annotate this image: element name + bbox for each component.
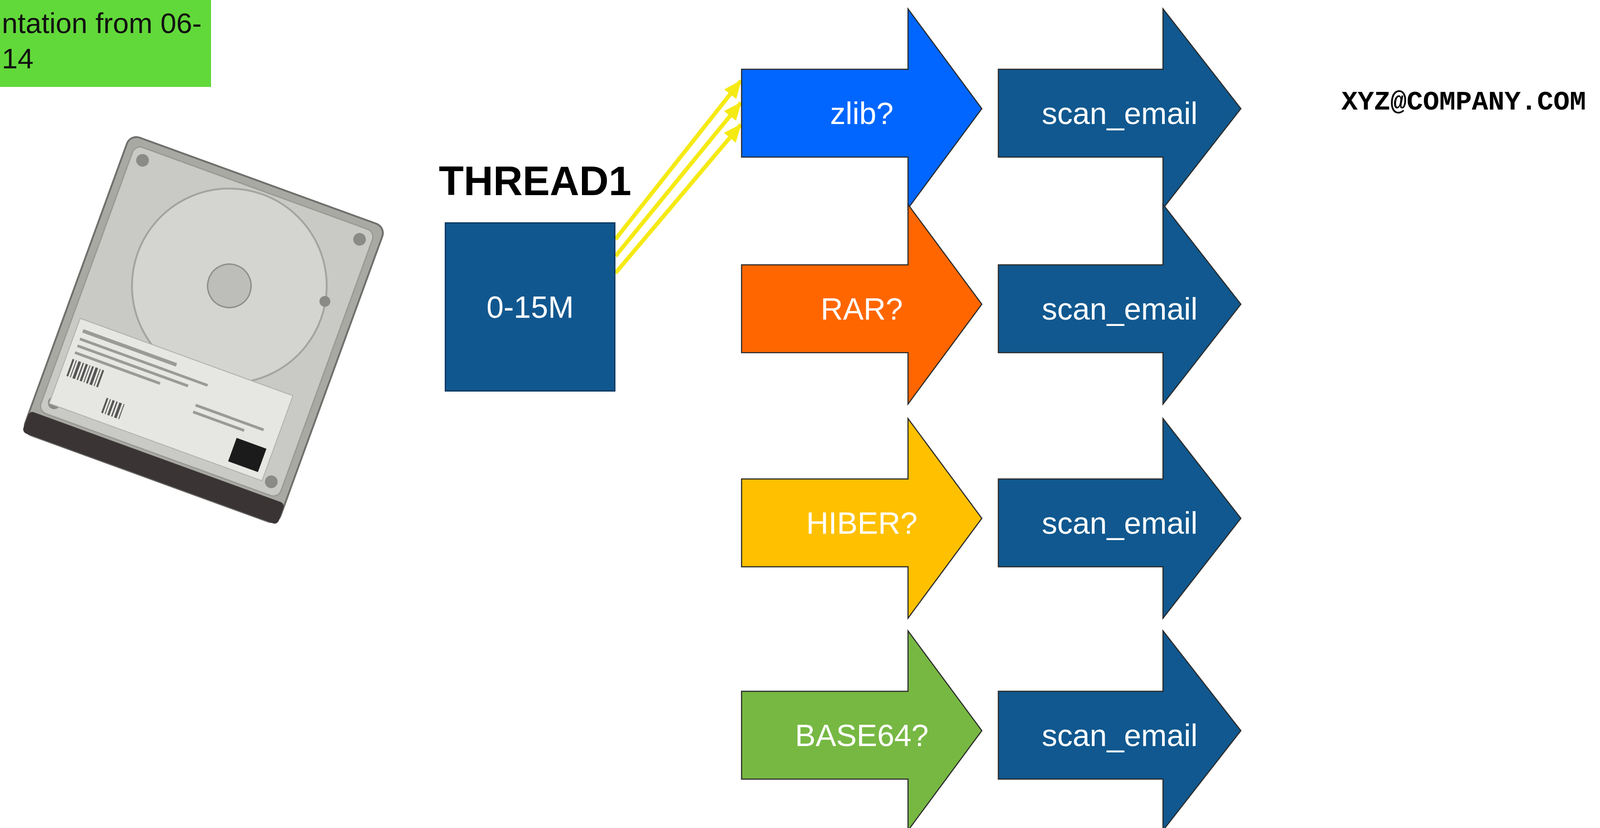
thread-heading: THREAD1 <box>438 158 632 204</box>
screw <box>317 294 332 309</box>
yellow-arrow <box>615 124 741 274</box>
arrow-text: scan_email <box>1042 505 1198 541</box>
block-box: THREAD1 0-15M <box>438 158 632 392</box>
arrow-shape <box>741 631 983 828</box>
arrow-text: BASE64? <box>795 717 929 754</box>
block-square: 0-15M <box>444 222 616 392</box>
note-box: ntation from 06-14 <box>0 0 212 87</box>
arrow-shape <box>998 418 1242 619</box>
barcode <box>58 359 134 420</box>
decoder-arrow: zlib? <box>740 8 983 210</box>
email-label: XYZ@COMPANY.COM <box>1341 86 1586 118</box>
yellow-arrow <box>615 80 741 240</box>
yellow-arrow <box>615 102 741 257</box>
scan-arrow: scan_email <box>997 630 1242 828</box>
arrow-text: HIBER? <box>806 505 918 541</box>
block-text: 0-15M <box>480 289 580 325</box>
arrow-text: scan_email <box>1042 291 1198 327</box>
arrow-text: scan_email <box>1042 95 1198 131</box>
arrow-text: zlib? <box>830 95 894 131</box>
screw <box>263 473 280 491</box>
spindle <box>201 258 258 314</box>
decoder-arrow: HIBER? <box>740 418 983 620</box>
arrow-shape <box>741 204 983 405</box>
arrow-shape <box>998 204 1242 405</box>
label-print <box>69 329 275 438</box>
decoder-arrow: RAR? <box>740 203 983 405</box>
drive-cover <box>38 144 375 499</box>
hard-drive <box>21 134 386 526</box>
warning-sticker <box>228 437 267 473</box>
screw <box>134 152 151 169</box>
scan-arrow: scan_email <box>997 8 1242 210</box>
arrow-shape <box>741 418 983 619</box>
scan-arrow: scan_email <box>997 203 1242 405</box>
screw <box>351 231 368 248</box>
arrow-shape <box>741 9 983 209</box>
arrow-shape <box>998 631 1242 828</box>
drive-body <box>21 134 386 526</box>
decoder-arrow: BASE64? <box>740 630 983 828</box>
drive-label <box>49 318 294 481</box>
note-text: ntation from 06-14 <box>1 5 209 77</box>
scan-arrow: scan_email <box>997 418 1242 620</box>
arrow-text: RAR? <box>820 291 903 327</box>
arrow-shape <box>998 9 1242 209</box>
arrow-text: scan_email <box>1042 717 1198 754</box>
